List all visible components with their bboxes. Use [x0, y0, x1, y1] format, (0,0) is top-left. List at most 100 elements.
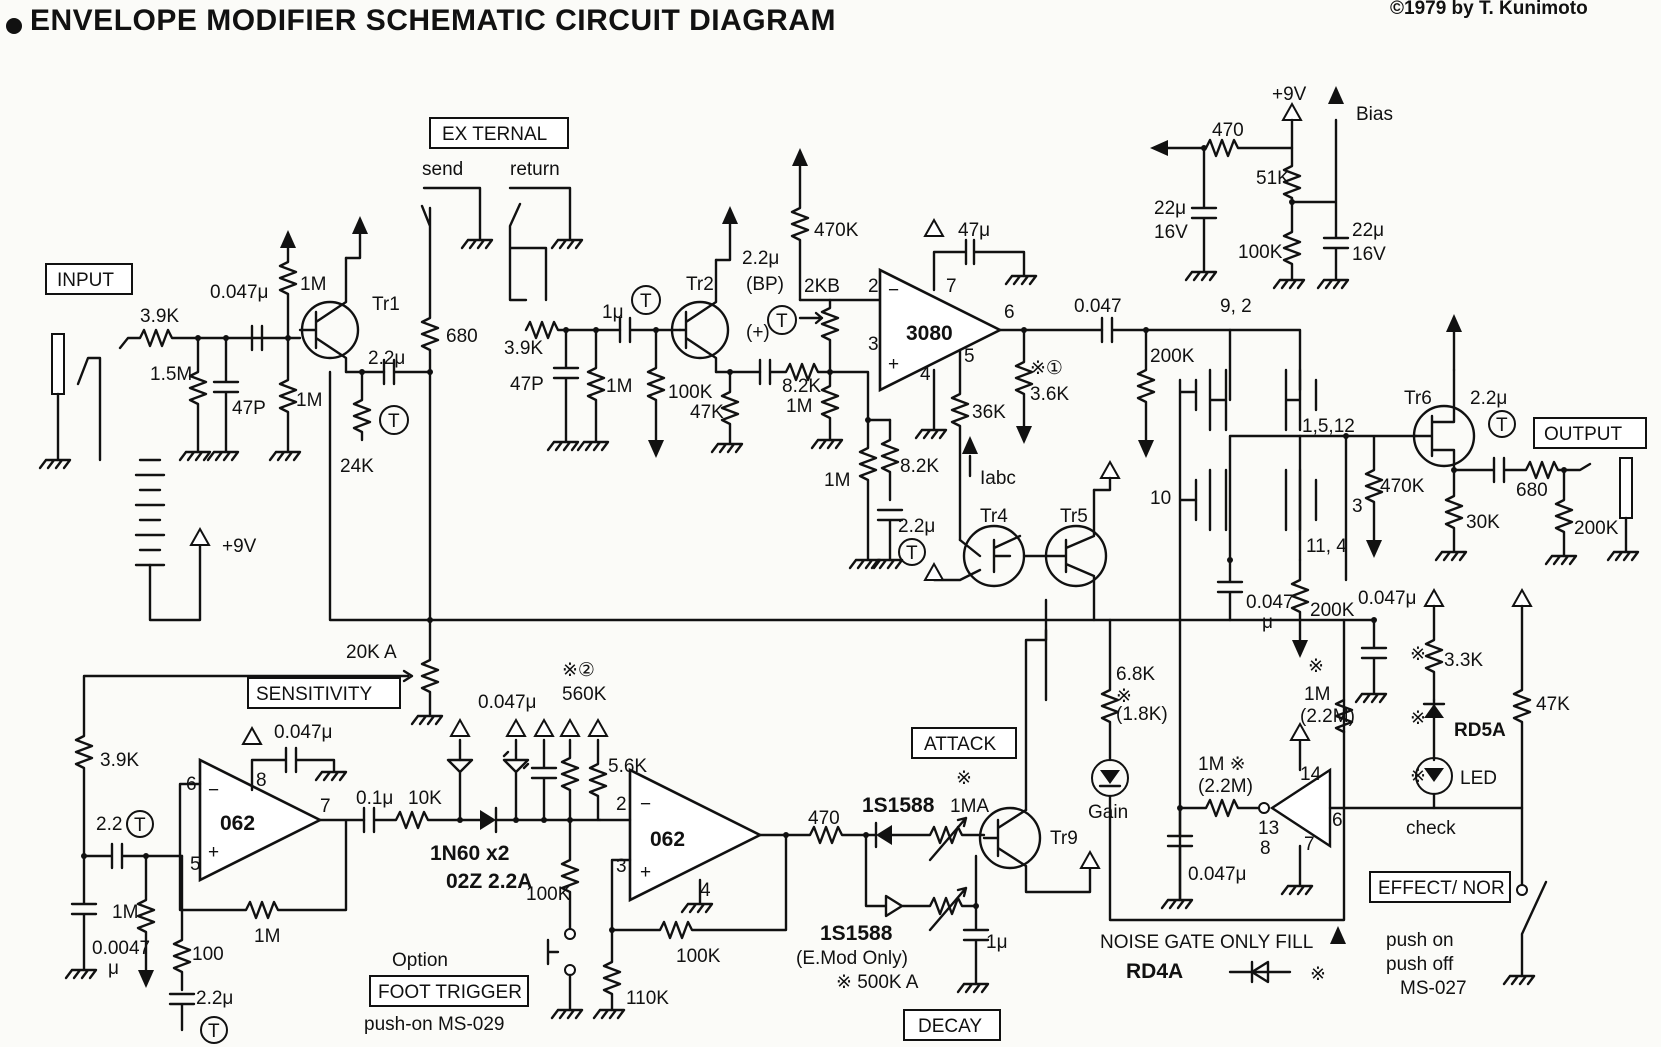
t-e: T: [1496, 415, 1508, 436]
c-47u: 47μ: [958, 220, 990, 241]
c-0-047-g: 0.047μ: [478, 692, 537, 713]
r-470-b: 470: [808, 808, 840, 829]
mark-1: ※①: [1030, 358, 1063, 379]
r-1m-c: 1M: [606, 376, 632, 397]
input-label: INPUT: [57, 270, 114, 291]
r-3-9k-a: 3.9K: [140, 306, 179, 327]
r-1m-d: 1M: [786, 396, 812, 417]
return-label: return: [510, 159, 560, 180]
op-062-b-label: 062: [650, 828, 685, 851]
r-3-9k-c: 3.9K: [100, 750, 139, 771]
r-30k: 30K: [1466, 512, 1500, 533]
op-062-a-label: 062: [220, 812, 255, 835]
mu-c: μ: [1262, 612, 1273, 633]
ota-3080-label: 3080: [906, 322, 953, 345]
ota-pin7: 7: [946, 276, 957, 297]
r-470k-a: 470K: [814, 220, 859, 241]
r-51k: 51K: [1256, 168, 1290, 189]
svg-text:+: +: [208, 842, 219, 863]
r-3-9k-b: 3.9K: [504, 338, 543, 359]
rd5a-label: RD5A: [1454, 720, 1506, 741]
r-8-2k-b: 8.2K: [900, 456, 939, 477]
d-1s1588-a: 1S1588: [862, 794, 935, 817]
c-0-047-b: 0.047: [1074, 296, 1122, 317]
d-02z: 02Z 2.2A: [446, 870, 532, 893]
mark-x-g: ※: [956, 768, 972, 789]
svg-text:+: +: [640, 862, 651, 883]
r-8-2k-a: 8.2K: [782, 376, 821, 397]
v-16-b: 16V: [1352, 244, 1386, 265]
bp-label: (BP): [746, 274, 784, 295]
d-1n60: 1N60 x2: [430, 842, 509, 865]
diagram-title: ENVELOPE MODIFIER SCHEMATIC CIRCUIT DIAG…: [30, 4, 836, 37]
c-0-047-a: 0.047μ: [210, 282, 269, 303]
c-0-047-c: 0.047: [1246, 592, 1294, 613]
r-1m-f: 1M: [1304, 684, 1330, 705]
r-1-5m: 1.5M: [150, 364, 192, 385]
r-680-b: 680: [1516, 480, 1548, 501]
c-1u: 1μ: [602, 302, 624, 323]
op1-pin7: 7: [320, 796, 331, 817]
c-2-2-bp: 2.2μ: [742, 248, 779, 269]
svg-text:+: +: [888, 354, 899, 375]
t-c: T: [776, 311, 788, 332]
mark-x-b: ※: [1308, 656, 1324, 677]
ota-pin6: 6: [1004, 302, 1015, 323]
input-jack: [51, 333, 65, 395]
c-0-047-e: 0.047μ: [1188, 864, 1247, 885]
r-200k-b: 200K: [1310, 600, 1355, 621]
r-680-a: 680: [446, 326, 478, 347]
r-2-2m-a: (2.2M): [1300, 706, 1355, 727]
r-110k: 110K: [626, 988, 669, 1009]
output-box: [1533, 417, 1647, 449]
op-062-a: [198, 757, 323, 883]
c-0-047-d: 0.047μ: [1358, 588, 1417, 609]
noise-gate-label: NOISE GATE ONLY FILL: [1100, 932, 1313, 953]
tr2-symbol: [670, 300, 730, 360]
ota-3080: [878, 267, 1003, 393]
push-off-label: push off: [1386, 954, 1454, 975]
input-box: [45, 263, 133, 295]
r-1-8k: (1.8K): [1116, 704, 1168, 725]
r-200k-c: 200K: [1574, 518, 1619, 539]
c-2-2-e: 2.2μ: [196, 988, 233, 1009]
option-label: Option: [392, 950, 448, 971]
sensitivity-box: [247, 677, 401, 709]
tr1-label: Tr1: [372, 294, 400, 315]
gain-label: Gain: [1088, 802, 1128, 823]
r-5-6k: 5.6K: [608, 756, 647, 777]
t-b: T: [640, 291, 652, 312]
pin-6b: 6: [1332, 810, 1343, 831]
r-3-3k: 3.3K: [1444, 650, 1483, 671]
r-47k-a: 47K: [690, 402, 724, 423]
output-jack: [1619, 457, 1633, 519]
r-100k-a: 100K: [668, 382, 713, 403]
r-20k-a: 20K A: [346, 642, 397, 663]
c-2-2-d: 2.2: [96, 814, 122, 835]
batt-9v: +9V: [222, 536, 257, 557]
push-on-label: push on: [1386, 930, 1454, 951]
svg-text:13: 13: [1258, 818, 1279, 839]
r-560k: 560K: [562, 684, 607, 705]
svg-text:−: −: [640, 794, 651, 815]
r-47k-b: 47K: [1536, 694, 1570, 715]
iabc-label: Iabc: [980, 468, 1016, 489]
pin-10: 10: [1150, 488, 1171, 509]
c-2-2-c: 2.2μ: [1470, 388, 1507, 409]
op-062-b: [628, 767, 763, 903]
mark-x-c: ※: [1410, 644, 1426, 665]
ota-pin2: 2: [868, 276, 879, 297]
c-plus: (+): [746, 322, 770, 343]
output-label: OUTPUT: [1544, 424, 1623, 445]
copyright: ©1979 by T. Kunimoto: [1390, 0, 1588, 19]
svg-text:−: −: [888, 280, 899, 301]
c-2-2-b: 2.2μ: [898, 516, 935, 537]
r-1m-i: 1M: [254, 926, 280, 947]
t-a: T: [388, 411, 400, 432]
attack-box: [911, 727, 1017, 759]
plus9v-top: +9V: [1272, 84, 1307, 105]
tr9-label: Tr9: [1050, 828, 1078, 849]
c-0-047-f: 0.047μ: [274, 722, 333, 743]
